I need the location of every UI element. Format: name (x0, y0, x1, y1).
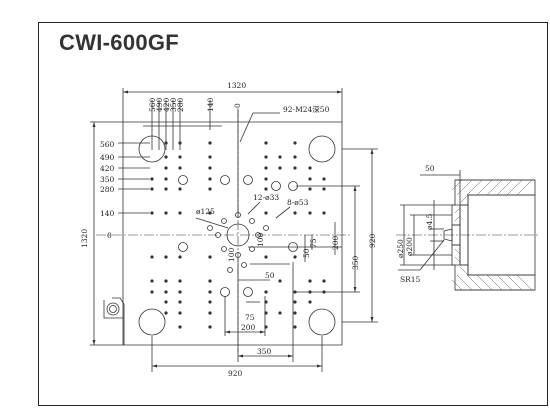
dim-200-h: 200 (241, 323, 256, 332)
dim-x-420: 420 (162, 97, 171, 112)
dim-x-350: 350 (169, 97, 178, 112)
nozzle-dim-250: ø250 (396, 239, 405, 258)
tie-bar-hole-bl (138, 308, 166, 336)
dim-x-490: 490 (155, 97, 164, 112)
dim-x-140: 140 (206, 97, 215, 112)
nozzle-dim-50: 50 (425, 164, 435, 173)
dim-x-0: 0 (233, 103, 242, 108)
tie-bar-hole-br (308, 308, 336, 336)
dim-x-280: 280 (176, 97, 185, 112)
dim-920-v: 920 (368, 233, 377, 248)
dim-top-1320: 1320 (227, 81, 246, 90)
nozzle-dim-4-5: ø4.5 (425, 213, 434, 230)
nozzle-dim-200: ø200 (405, 237, 414, 256)
nozzle-dim-sr15: SR15 (400, 275, 421, 284)
dim-50-b: 50 (302, 248, 311, 258)
dim-y-490: 490 (100, 153, 115, 162)
tie-bar-hole-tr (308, 135, 336, 163)
dim-75-a: 75 (245, 313, 255, 322)
platen-outline (122, 121, 343, 346)
dim-100-h: 100 (256, 232, 265, 247)
dim-50-a: 50 (265, 271, 275, 280)
dim-200-v: 200 (331, 235, 340, 250)
dim-920-h: 920 (228, 369, 243, 378)
nozzle-detail: 50 SR15 ø250 ø200 ø4.5 (396, 164, 540, 291)
bolt-hole-pattern (150, 141, 326, 329)
dim-threads: 92-M24深50 (283, 105, 330, 114)
dim-x-560: 560 (148, 97, 157, 112)
dim-y-0: 0 (107, 231, 112, 240)
dim-y-280: 280 (100, 185, 115, 194)
dim-holes-8: 8-ø53 (287, 198, 309, 207)
dim-y-420: 420 (100, 164, 115, 173)
dim-left-1320: 1320 (80, 229, 89, 248)
dim-y-560: 560 (100, 140, 115, 149)
dim-holes-12: 12-ø33 (253, 193, 279, 202)
dim-350-h: 350 (257, 347, 272, 356)
dim-350-v: 350 (351, 255, 360, 270)
dim-100-v: 100 (227, 247, 236, 262)
dim-75-b: 75 (309, 238, 318, 248)
dim-y-140: 140 (100, 209, 115, 218)
dim-y-350: 350 (100, 175, 115, 184)
model-title: CWI-600GF (59, 30, 180, 55)
dim-center: ø125 (196, 207, 215, 216)
